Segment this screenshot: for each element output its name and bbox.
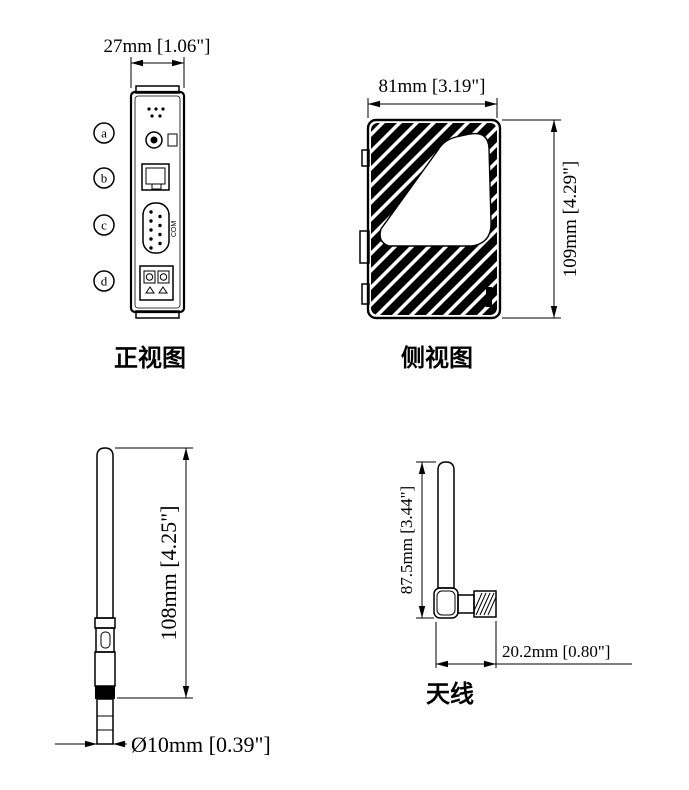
terminal-mark-right — [158, 286, 168, 294]
side-view: 81mm [3.19"] — [359, 76, 581, 372]
antenna-diameter-dimension: Ø10mm [0.39"] — [131, 732, 271, 757]
status-led-cluster — [147, 107, 165, 118]
front-view: 27mm [1.06"] — [93, 36, 211, 372]
antenna-black-band — [95, 686, 115, 699]
callout-c-letter: c — [101, 218, 107, 233]
bent-height-dimension: 87.5mm [3.44"] — [397, 486, 416, 594]
callout-b: b — [93, 167, 115, 189]
ethernet-port — [141, 163, 170, 191]
side-height-dimension: 109mm [4.29"] — [560, 161, 581, 277]
callout-c: c — [93, 214, 115, 236]
power-jack — [145, 131, 178, 149]
side-width-dimension: 81mm [3.19"] — [379, 76, 486, 97]
antenna-bent-body — [433, 461, 497, 619]
front-width-dimension: 27mm [1.06"] — [104, 36, 211, 57]
connector-length-dimension: 20.2mm [0.80"] — [502, 642, 610, 661]
antenna-elbow — [433, 587, 459, 619]
reset-window — [167, 133, 178, 147]
callout-a: a — [93, 122, 115, 144]
led-window-side — [486, 287, 492, 307]
antenna-straight-body — [94, 447, 116, 745]
terminal-mark-left — [145, 286, 155, 294]
bent-height-dimension-lines — [416, 461, 436, 619]
side-height-dimension-lines — [502, 119, 561, 319]
callout-a-letter: a — [101, 126, 107, 141]
side-width-dimension-lines — [367, 98, 498, 118]
front-width-dimension-lines — [130, 57, 185, 88]
antenna-caption: 天线 — [426, 681, 474, 708]
side-view-caption: 侧视图 — [401, 344, 473, 372]
sma-nut — [473, 590, 497, 618]
antenna-bent-view: 87.5mm [3.44"] 20.2mm [0.80"] 天线 — [397, 461, 632, 708]
connector-length-dimension-lines — [435, 621, 632, 668]
power-terminal-block — [139, 265, 174, 301]
device-front-body — [129, 85, 186, 319]
front-view-caption: 正视图 — [114, 345, 186, 372]
antenna-length-dimension-lines — [115, 447, 193, 699]
callout-d-letter: d — [101, 274, 108, 289]
label-recess — [379, 132, 492, 247]
callout-b-letter: b — [101, 171, 108, 186]
antenna-connector — [96, 698, 114, 745]
callout-d: d — [93, 270, 115, 292]
db9-serial-connector: COM — [142, 202, 178, 254]
antenna-straight-view: 108mm [4.25"] Ø10mm [0.39"] — [55, 447, 271, 757]
com-port-label: COM — [171, 221, 178, 238]
device-side-body — [359, 118, 502, 320]
antenna-length-dimension: 108mm [4.25"] — [156, 506, 181, 641]
